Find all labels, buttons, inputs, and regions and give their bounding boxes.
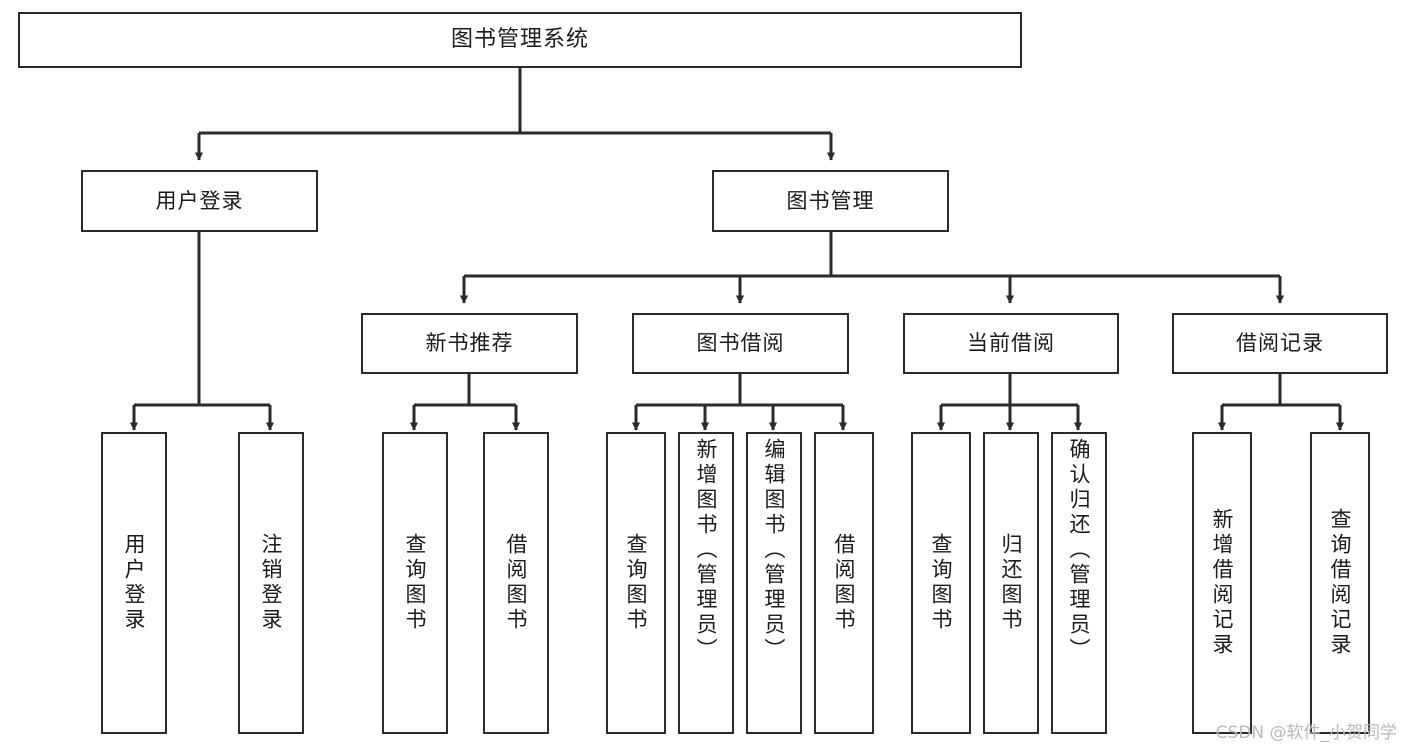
node-book-management[interactable]: 图书管理: [712, 170, 949, 232]
leaf-edit-book-admin[interactable]: 编辑图书（管理员）: [746, 432, 802, 734]
node-new-book-recommend-label: 新书推荐: [425, 331, 514, 356]
leaf-query-borrow-record-label: 查询借阅记录: [1328, 508, 1353, 658]
node-new-book-recommend[interactable]: 新书推荐: [361, 313, 578, 374]
node-current-borrow[interactable]: 当前借阅: [903, 313, 1119, 374]
node-borrow-record[interactable]: 借阅记录: [1172, 313, 1388, 374]
node-user-login-label: 用户登录: [155, 188, 244, 213]
leaf-borrow-book-borrow[interactable]: 借阅图书: [814, 432, 874, 734]
leaf-add-borrow-record[interactable]: 新增借阅记录: [1192, 432, 1252, 734]
leaf-add-book-admin[interactable]: 新增图书（管理员）: [678, 432, 734, 734]
leaf-add-book-admin-label: 新增图书（管理员）: [694, 438, 719, 663]
leaf-logout[interactable]: 注销登录: [238, 432, 304, 734]
leaf-query-book-current[interactable]: 查询图书: [911, 432, 971, 734]
node-book-borrow[interactable]: 图书借阅: [632, 313, 849, 374]
leaf-query-book-recommend[interactable]: 查询图书: [382, 432, 448, 734]
node-book-management-label: 图书管理: [786, 188, 875, 213]
leaf-query-book-borrow-label: 查询图书: [624, 533, 649, 633]
leaf-borrow-book-recommend[interactable]: 借阅图书: [483, 432, 549, 734]
leaf-return-book-label: 归还图书: [999, 533, 1024, 633]
node-root[interactable]: 图书管理系统: [18, 12, 1022, 68]
node-borrow-record-label: 借阅记录: [1236, 331, 1324, 356]
leaf-query-book-borrow[interactable]: 查询图书: [606, 432, 666, 734]
leaf-confirm-return-admin-label: 确认归还（管理员）: [1067, 438, 1092, 663]
leaf-borrow-book-borrow-label: 借阅图书: [832, 533, 857, 633]
leaf-user-login-label: 用户登录: [122, 533, 147, 633]
leaf-logout-label: 注销登录: [259, 533, 284, 633]
node-book-borrow-label: 图书借阅: [696, 331, 785, 356]
node-user-login[interactable]: 用户登录: [81, 170, 318, 232]
node-root-label: 图书管理系统: [450, 27, 589, 53]
leaf-query-book-recommend-label: 查询图书: [403, 533, 428, 633]
leaf-query-book-current-label: 查询图书: [929, 533, 954, 633]
leaf-user-login[interactable]: 用户登录: [101, 432, 167, 734]
leaf-borrow-book-recommend-label: 借阅图书: [504, 533, 529, 633]
leaf-query-borrow-record[interactable]: 查询借阅记录: [1310, 432, 1370, 734]
leaf-confirm-return-admin[interactable]: 确认归还（管理员）: [1051, 432, 1107, 734]
node-current-borrow-label: 当前借阅: [967, 331, 1055, 356]
leaf-add-borrow-record-label: 新增借阅记录: [1210, 508, 1235, 658]
leaf-edit-book-admin-label: 编辑图书（管理员）: [762, 438, 787, 663]
leaf-return-book[interactable]: 归还图书: [983, 432, 1039, 734]
